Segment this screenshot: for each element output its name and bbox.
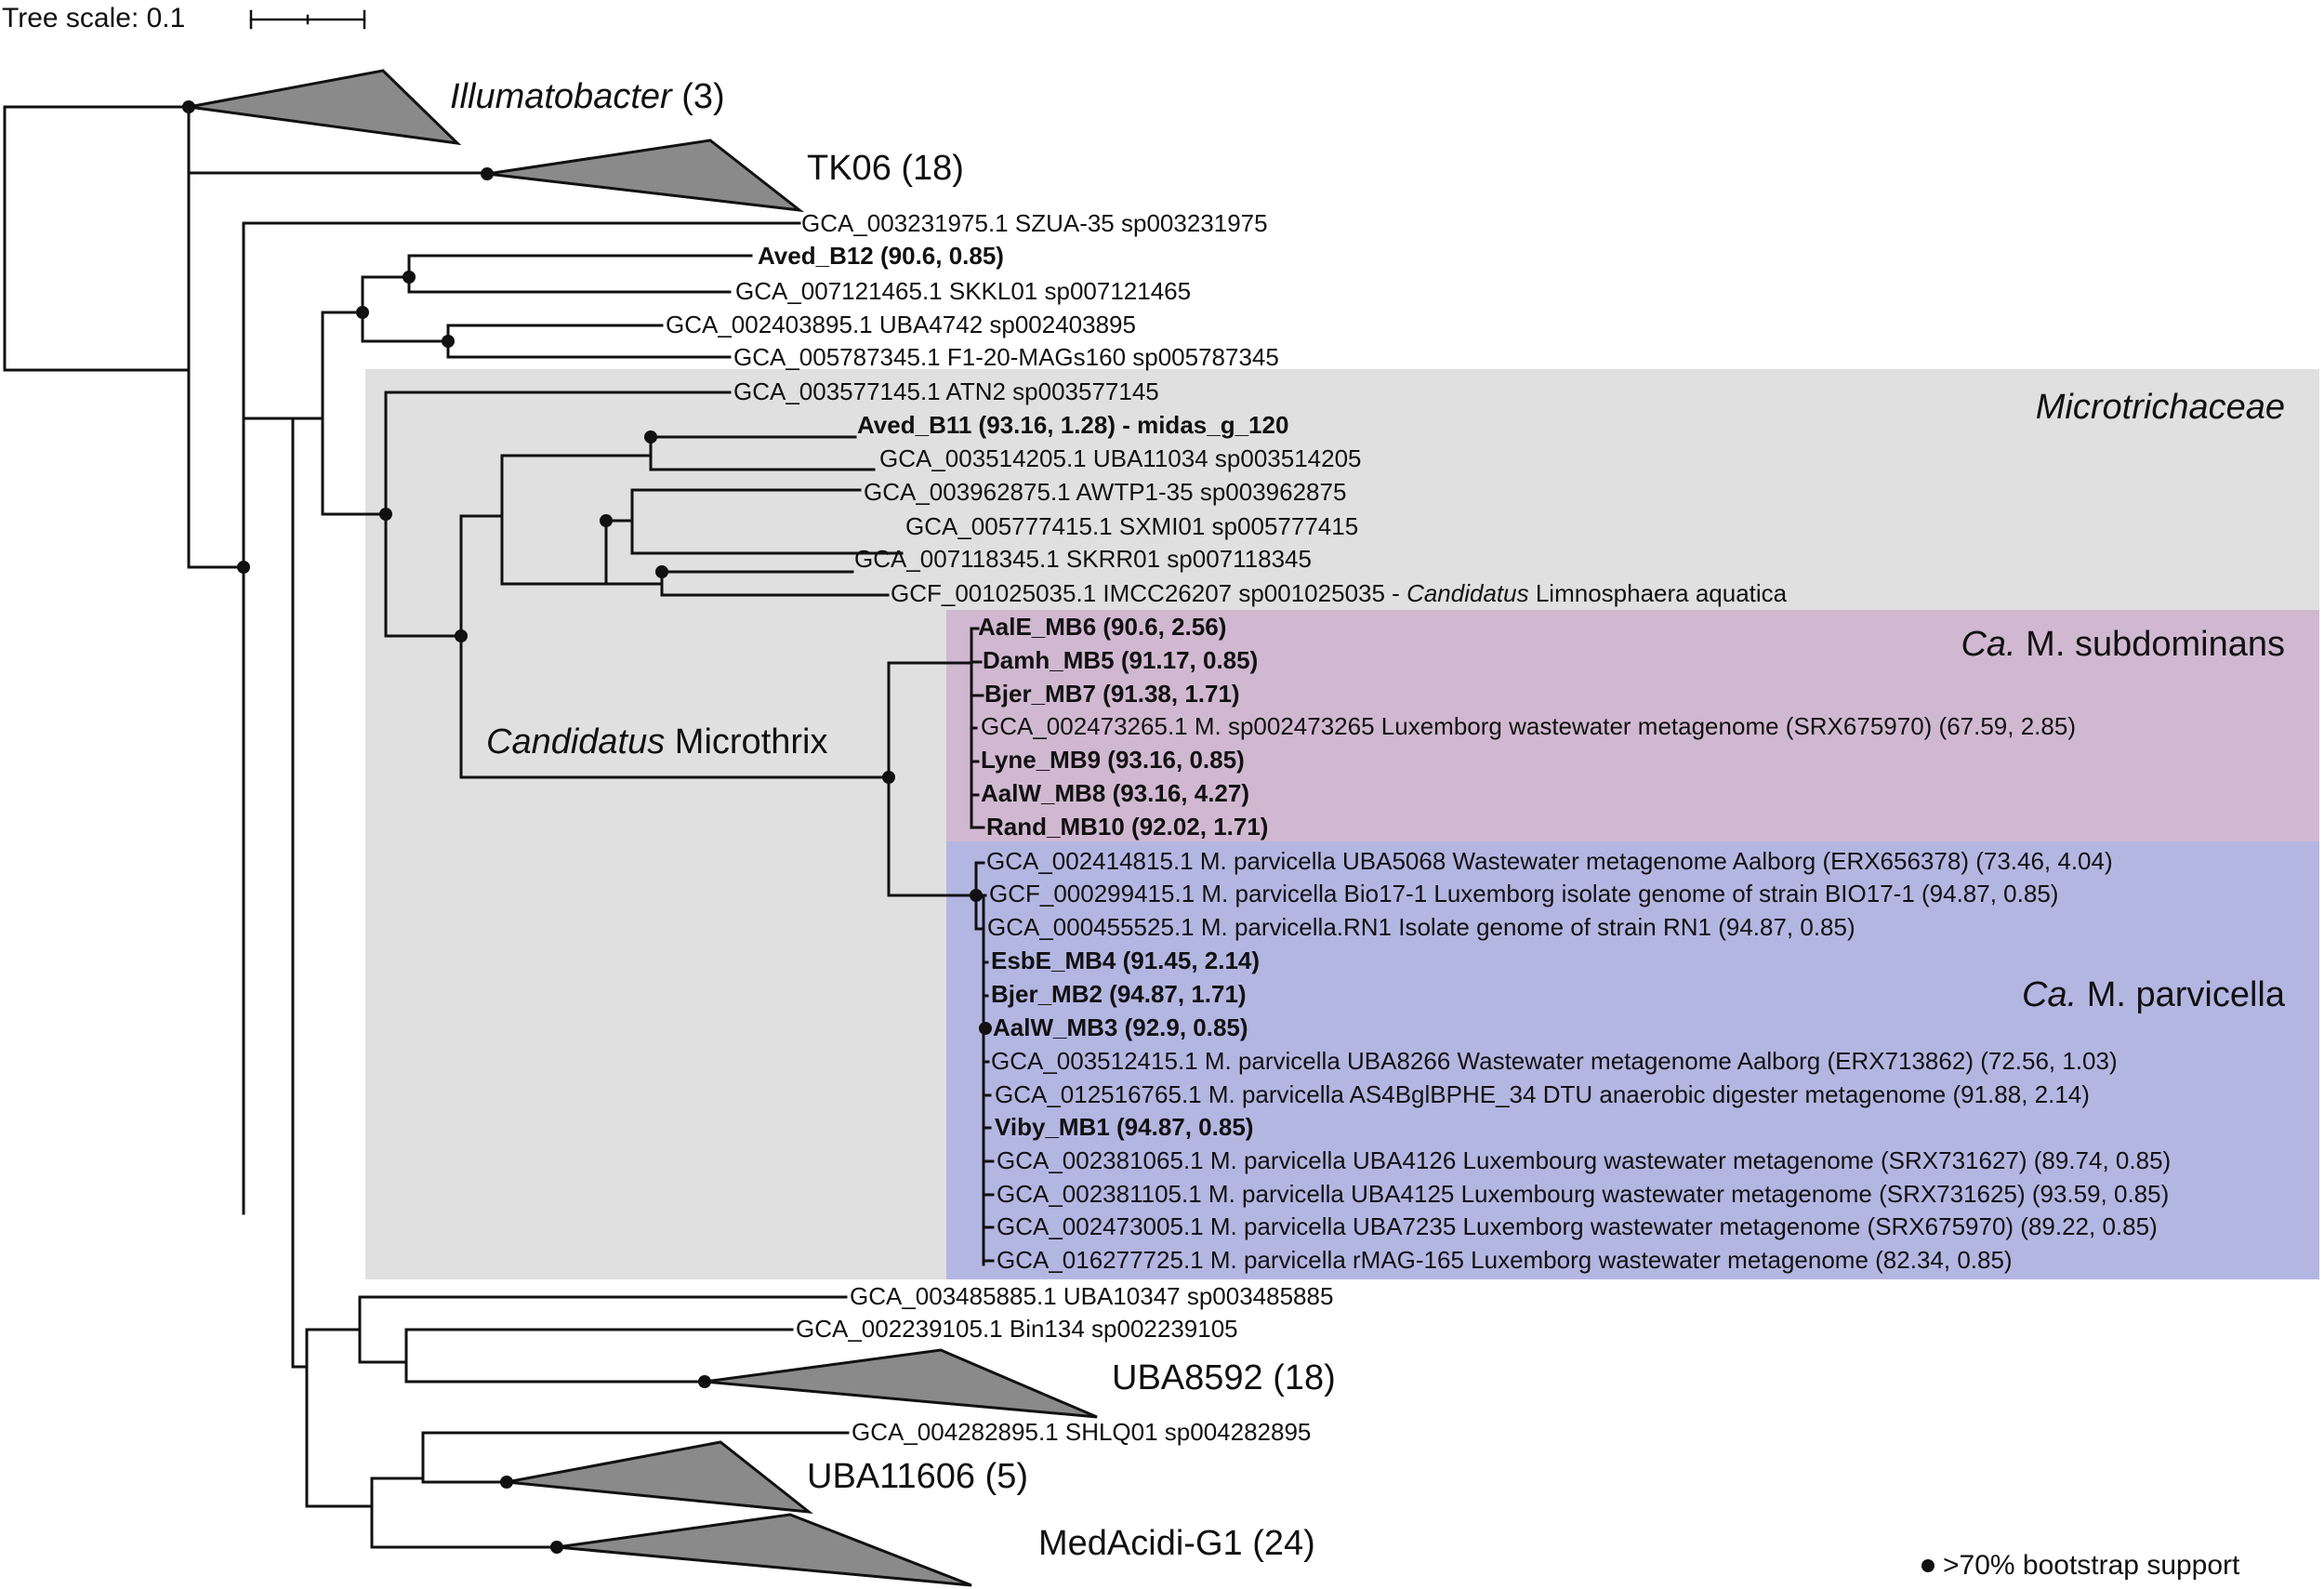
tip-label: GCA_007121465.1 SKKL01 sp007121465 xyxy=(735,277,1191,305)
tk06-clade-triangle xyxy=(486,139,805,213)
medacidi-label: MedAcidi-G1 (24) xyxy=(1038,1524,1315,1563)
tip-label: GCA_003962875.1 AWTP1-35 sp003962875 xyxy=(864,478,1346,506)
tip-label: GCA_007118345.1 SKRR01 sp007118345 xyxy=(854,545,1312,573)
medacidi-clade-triangle xyxy=(556,1513,972,1587)
tip-label: GCA_002403895.1 UBA4742 sp002403895 xyxy=(666,311,1136,338)
tip-label: GCA_002239105.1 Bin134 sp002239105 xyxy=(796,1315,1238,1343)
uba11606-label: UBA11606 (5) xyxy=(807,1457,1028,1496)
tip-label: GCA_003577145.1 ATN2 sp003577145 xyxy=(733,377,1159,405)
legend-text: >70% bootstrap support xyxy=(1943,1550,2240,1581)
tip-label: GCF_001025035.1 IMCC26207 sp001025035 - … xyxy=(891,579,1788,607)
tip-label: Viby_MB1 (94.87, 0.85) xyxy=(995,1113,1253,1141)
tip-label: GCA_005787345.1 F1-20-MAGs160 sp00578734… xyxy=(733,343,1279,371)
illumatobacter-clade-triangle xyxy=(188,69,462,146)
tree-scale-label: Tree scale: 0.1 xyxy=(2,3,185,33)
tip-labels: GCA_003231975.1 SZUA-35 sp003231975 Aved… xyxy=(666,209,2171,1446)
tip-label: GCF_000299415.1 M. parvicella Bio17-1 Lu… xyxy=(989,880,2058,907)
tip-label: GCA_002381065.1 M. parvicella UBA4126 Lu… xyxy=(997,1146,2171,1174)
tip-label: GCA_002414815.1 M. parvicella UBA5068 Wa… xyxy=(986,847,2113,875)
tip-label: Damh_MB5 (91.17, 0.85) xyxy=(983,646,1258,674)
tip-label: Bjer_MB2 (94.87, 1.71) xyxy=(991,980,1247,1008)
tip-label: GCA_005777415.1 SXMI01 sp005777415 xyxy=(905,512,1358,540)
tip-label: EsbE_MB4 (91.45, 2.14) xyxy=(991,947,1260,974)
tip-label: GCA_003231975.1 SZUA-35 sp003231975 xyxy=(801,209,1268,237)
uba8592-label: UBA8592 (18) xyxy=(1112,1358,1336,1397)
tip-label: Rand_MB10 (92.02, 1.71) xyxy=(986,813,1268,841)
tip-label: Aved_B11 (93.16, 1.28) - midas_g_120 xyxy=(857,411,1288,439)
tip-label: GCA_016277725.1 M. parvicella rMAG-165 L… xyxy=(997,1246,2013,1274)
tip-label: GCA_003514205.1 UBA11034 sp003514205 xyxy=(879,444,1362,472)
tip-label: AalW_MB3 (92.9, 0.85) xyxy=(993,1013,1248,1041)
tip-label: GCA_002473265.1 M. sp002473265 Luxemborg… xyxy=(981,712,2076,740)
tip-label: GCA_003485885.1 UBA10347 sp003485885 xyxy=(850,1282,1333,1310)
parvicella-label: Ca. M. parvicella xyxy=(2022,975,2286,1014)
tip-label: GCA_003512415.1 M. parvicella UBA8266 Wa… xyxy=(991,1047,2118,1075)
tip-label: GCA_000455525.1 M. parvicella.RN1 Isolat… xyxy=(987,913,1855,941)
legend-dot xyxy=(1921,1559,1934,1572)
tree-scale-bar xyxy=(249,9,366,30)
tip-label: GCA_004282895.1 SHLQ01 sp004282895 xyxy=(852,1418,1311,1446)
tip-label: GCA_002381105.1 M. parvicella UBA4125 Lu… xyxy=(997,1180,2169,1208)
tip-label: GCA_012516765.1 M. parvicella AS4BglBPHE… xyxy=(995,1080,2090,1108)
tip-label: Aved_B12 (90.6, 0.85) xyxy=(758,242,1004,270)
microthrix-label: Candidatus Microthrix xyxy=(486,722,827,761)
illumatobacter-label: Illumatobacter (3) xyxy=(450,77,725,116)
tree-branches xyxy=(3,105,995,1549)
tip-label: Lyne_MB9 (93.16, 0.85) xyxy=(981,746,1245,774)
parvicella-box xyxy=(946,841,2319,1279)
subdominans-label: Ca. M. subdominans xyxy=(1961,625,2285,664)
tk06-label: TK06 (18) xyxy=(807,149,964,188)
tip-label: AalW_MB8 (93.16, 4.27) xyxy=(981,779,1249,807)
uba8592-clade-triangle xyxy=(704,1348,1098,1419)
uba11606-clade-triangle xyxy=(506,1440,813,1514)
tip-label: AalE_MB6 (90.6, 2.56) xyxy=(978,613,1226,641)
bootstrap-dots xyxy=(182,100,992,1554)
tip-label: GCA_002473005.1 M. parvicella UBA7235 Lu… xyxy=(997,1212,2158,1240)
tip-label: Bjer_MB7 (91.38, 1.71) xyxy=(984,680,1240,708)
subdominans-box xyxy=(946,610,2319,841)
microtrichaceae-label: Microtrichaceae xyxy=(2036,388,2285,427)
